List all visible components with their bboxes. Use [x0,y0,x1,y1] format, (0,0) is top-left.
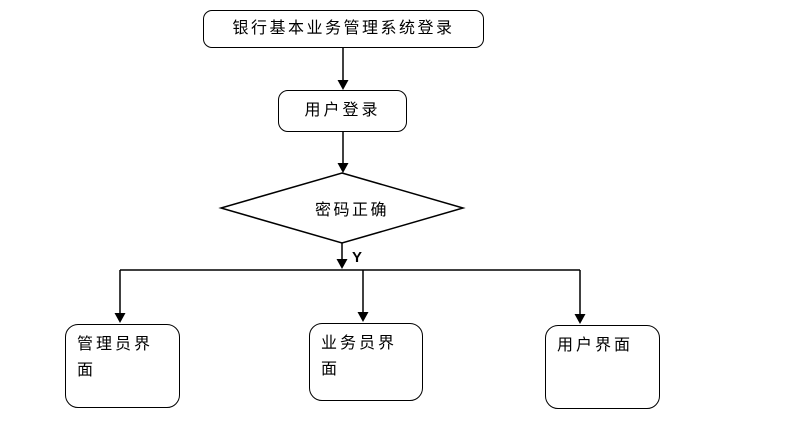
connector-decision-to-branch [336,243,348,269]
connector-branch-to-user [574,270,586,324]
connector-userlogin-to-decision [337,132,349,173]
connector-branch-to-clerk [357,270,369,322]
edge-label-yes: Y [352,249,363,266]
connector-branch-to-admin [114,270,126,323]
node-user-login: 用户登录 [278,90,407,132]
node-admin-interface: 管理员界面 [65,324,180,408]
connector-login-to-userlogin [337,48,349,90]
node-clerk-interface: 业务员界面 [309,323,423,401]
node-password-decision-label: 密码正确 [314,202,389,219]
node-user-interface: 用户界面 [545,325,660,409]
node-login-system: 银行基本业务管理系统登录 [203,10,484,48]
